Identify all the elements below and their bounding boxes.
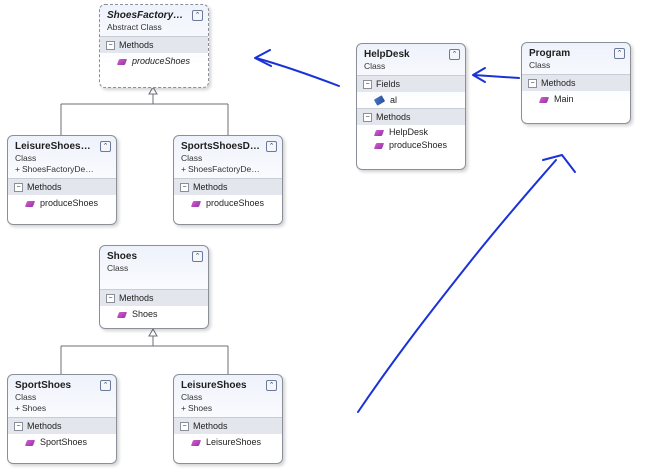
method-item[interactable]: Shoes <box>100 306 208 322</box>
collapse-section-icon[interactable]: − <box>363 113 372 123</box>
class-name: LeisureShoes <box>181 380 247 391</box>
base-class-label: +ShoesFactoryDepartm... <box>181 164 262 174</box>
class-box-sport-shoes[interactable]: SportShoes Class +Shoes ⌃ −Methods Sport… <box>7 374 117 464</box>
collapse-section-icon[interactable]: − <box>180 183 189 193</box>
hand-arrowhead-program-to-helpdesk <box>472 67 486 83</box>
hand-arrowhead-bottom-to-program <box>542 154 576 173</box>
class-name: Shoes <box>107 251 138 262</box>
method-icon <box>116 58 128 65</box>
class-stereotype: Class <box>529 60 551 70</box>
method-icon <box>190 439 202 446</box>
method-icon <box>116 311 128 318</box>
class-stereotype: Class <box>181 392 203 402</box>
class-name: SportsShoesDep... <box>181 141 262 152</box>
class-stereotype: Class <box>15 392 37 402</box>
collapse-icon[interactable]: ⌃ <box>449 49 460 60</box>
collapse-icon[interactable]: ⌃ <box>192 251 203 262</box>
methods-section-header[interactable]: −Methods <box>357 108 465 125</box>
hand-arrow-program-to-helpdesk <box>473 74 520 79</box>
method-icon <box>190 200 202 207</box>
collapse-section-icon[interactable]: − <box>180 422 189 432</box>
collapse-icon[interactable]: ⌃ <box>614 48 625 59</box>
method-item[interactable]: Main <box>522 91 630 107</box>
plus-icon: + <box>181 403 186 413</box>
method-icon <box>373 142 385 149</box>
class-box-leisure-shoes[interactable]: LeisureShoes Class +Shoes ⌃ −Methods Lei… <box>173 374 283 464</box>
collapse-section-icon[interactable]: − <box>14 183 23 193</box>
method-icon <box>24 200 36 207</box>
method-icon <box>24 439 36 446</box>
method-item[interactable]: LeisureShoes <box>174 434 282 450</box>
class-box-leisure-shoes-department[interactable]: LeisureShoesDe... Class +ShoesFactoryDep… <box>7 135 117 225</box>
collapse-section-icon[interactable]: − <box>14 422 23 432</box>
base-class-label: +Shoes <box>181 403 213 413</box>
class-box-program[interactable]: Program Class ⌃ −Methods Main <box>521 42 631 124</box>
plus-icon: + <box>15 164 20 174</box>
collapse-icon[interactable]: ⌃ <box>266 141 277 152</box>
methods-section-header[interactable]: −Methods <box>174 417 282 434</box>
methods-section-header[interactable]: −Methods <box>174 178 282 195</box>
class-stereotype: Class <box>107 263 129 273</box>
method-item[interactable]: SportShoes <box>8 434 116 450</box>
methods-section-header[interactable]: −Methods <box>8 417 116 434</box>
collapse-section-icon[interactable]: − <box>528 79 537 89</box>
hand-arrow-bottom-to-program <box>357 159 557 413</box>
inheritance-triangle-factory <box>148 85 158 95</box>
method-item[interactable]: produceShoes <box>100 53 208 69</box>
method-item[interactable]: produceShoes <box>174 195 282 211</box>
class-stereotype: Class <box>364 61 386 71</box>
collapse-icon[interactable]: ⌃ <box>192 10 203 21</box>
class-box-sports-shoes-department[interactable]: SportsShoesDep... Class +ShoesFactoryDep… <box>173 135 283 225</box>
class-stereotype: Abstract Class <box>107 22 162 32</box>
class-name: HelpDesk <box>364 49 410 60</box>
class-box-helpdesk[interactable]: HelpDesk Class ⌃ −Fields al −Methods Hel… <box>356 43 466 170</box>
plus-icon: + <box>15 403 20 413</box>
collapse-section-icon[interactable]: − <box>106 41 115 51</box>
class-stereotype: Class <box>15 153 37 163</box>
method-item[interactable]: produceShoes <box>8 195 116 211</box>
class-name: LeisureShoesDe... <box>15 141 96 152</box>
class-box-shoes-factory-department[interactable]: ShoesFactoryDepa... Abstract Class ⌃ −Me… <box>99 4 209 88</box>
method-item[interactable]: produceShoes <box>357 138 465 151</box>
class-name: SportShoes <box>15 380 72 391</box>
methods-section-header[interactable]: −Methods <box>8 178 116 195</box>
methods-section-header[interactable]: −Methods <box>100 289 208 306</box>
base-class-label: +ShoesFactoryDepartm... <box>15 164 96 174</box>
class-box-shoes[interactable]: Shoes Class ⌃ −Methods Shoes <box>99 245 209 329</box>
method-item[interactable]: HelpDesk <box>357 125 465 138</box>
class-name: ShoesFactoryDepa... <box>107 10 188 21</box>
collapse-icon[interactable]: ⌃ <box>100 380 111 391</box>
class-stereotype: Class <box>181 153 203 163</box>
collapse-section-icon[interactable]: − <box>106 294 115 304</box>
field-icon <box>373 95 386 106</box>
hand-arrow-helpdesk-to-factory <box>255 57 340 87</box>
field-item[interactable]: al <box>357 92 465 108</box>
methods-section-header[interactable]: −Methods <box>100 36 208 53</box>
fields-section-header[interactable]: −Fields <box>357 75 465 92</box>
collapse-section-icon[interactable]: − <box>363 80 372 90</box>
collapse-icon[interactable]: ⌃ <box>266 380 277 391</box>
collapse-icon[interactable]: ⌃ <box>100 141 111 152</box>
method-icon <box>373 129 385 136</box>
hand-arrowhead-helpdesk-to-factory <box>254 49 272 67</box>
base-class-label: +Shoes <box>15 403 47 413</box>
method-icon <box>538 96 550 103</box>
inheritance-triangle-shoes <box>148 327 158 337</box>
class-name: Program <box>529 48 571 59</box>
methods-section-header[interactable]: −Methods <box>522 74 630 91</box>
plus-icon: + <box>181 164 186 174</box>
